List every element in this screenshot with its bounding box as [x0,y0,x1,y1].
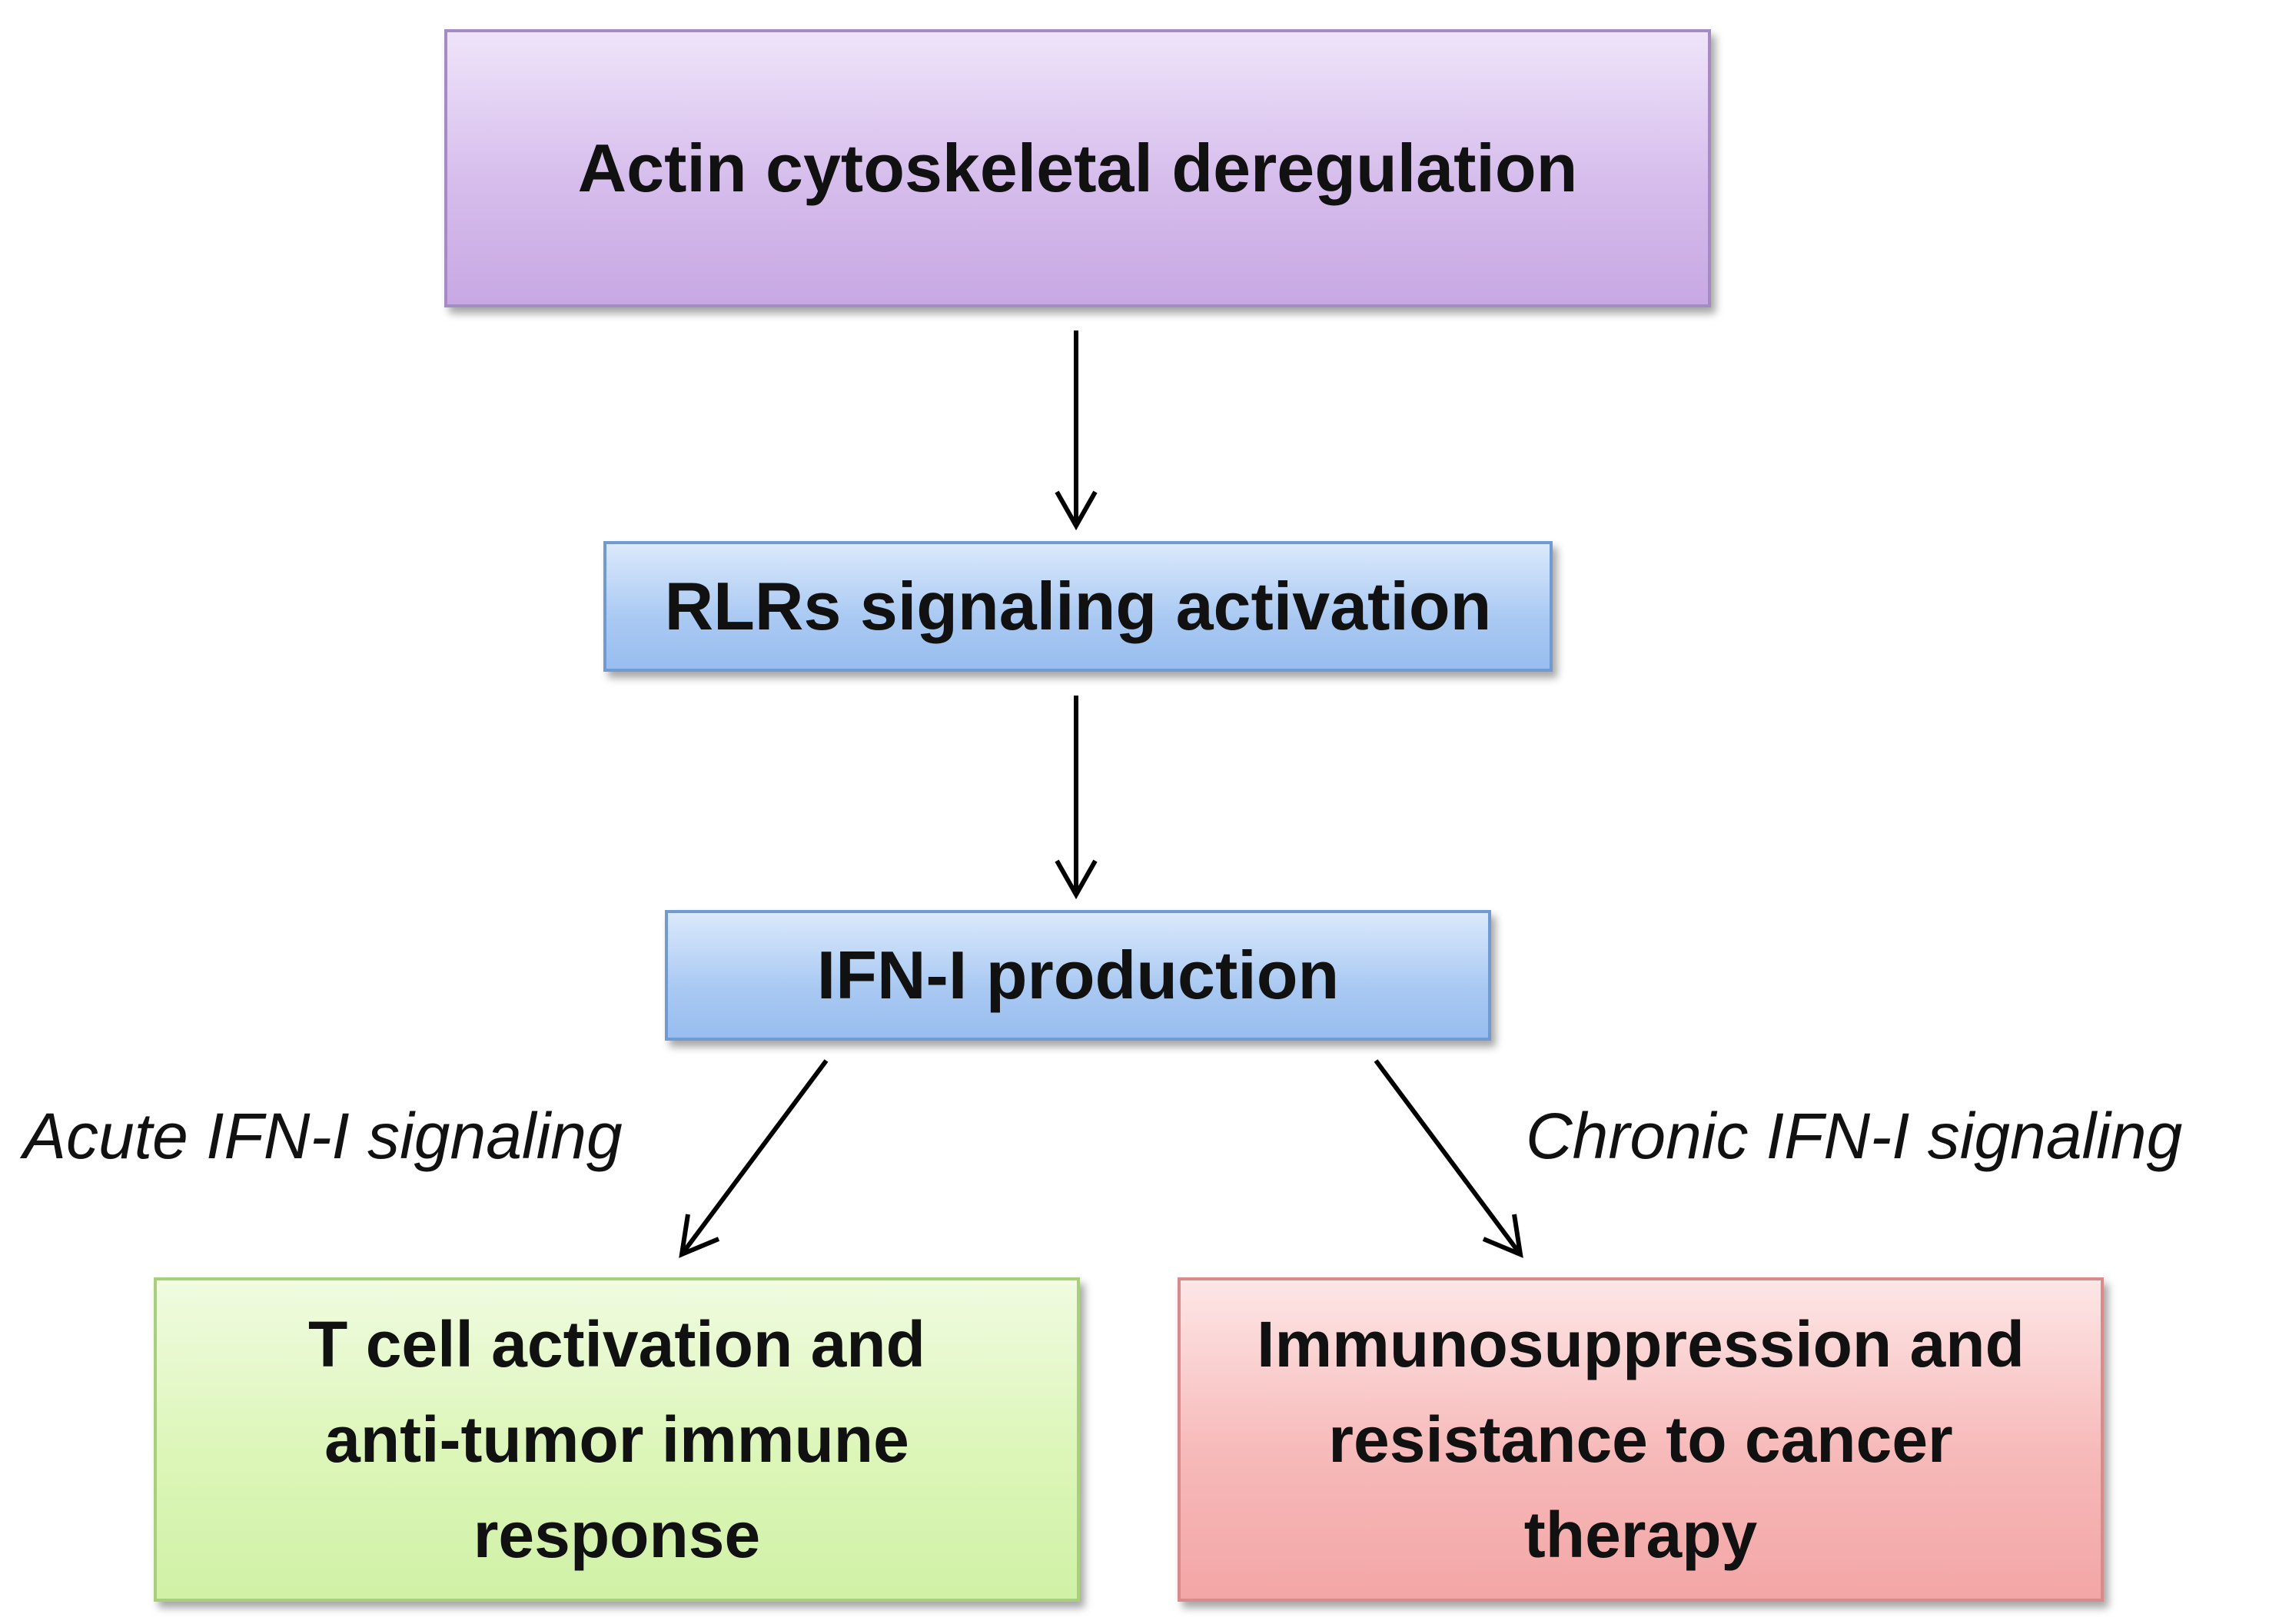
node-label: T cell activation and anti-tumor immune … [308,1308,925,1571]
arrow-rlrs-to-ifn [1055,696,1098,900]
node-ifn-i-production: IFN-I production [665,910,1491,1041]
node-label: Actin cytoskeletal deregulation [577,130,1578,206]
edge-label-acute: Acute IFN-I signaling [23,1100,623,1172]
edge-label-chronic: Chronic IFN-I signaling [1526,1100,2183,1172]
node-actin-cytoskeletal-deregulation: Actin cytoskeletal deregulation [444,29,1711,307]
arrow-ifn-to-immuno [1374,1059,1523,1258]
node-t-cell-activation: T cell activation and anti-tumor immune … [154,1277,1080,1602]
arrow-actin-to-rlrs [1055,330,1098,531]
node-rlrs-signaling-activation: RLRs signaling activation [603,541,1553,672]
arrow-ifn-to-tcell [679,1059,829,1258]
node-label: Immunosuppression and resistance to canc… [1257,1308,2025,1571]
node-label: RLRs signaling activation [664,568,1492,644]
node-immunosuppression: Immunosuppression and resistance to canc… [1178,1277,2104,1602]
node-label: IFN-I production [816,937,1340,1013]
